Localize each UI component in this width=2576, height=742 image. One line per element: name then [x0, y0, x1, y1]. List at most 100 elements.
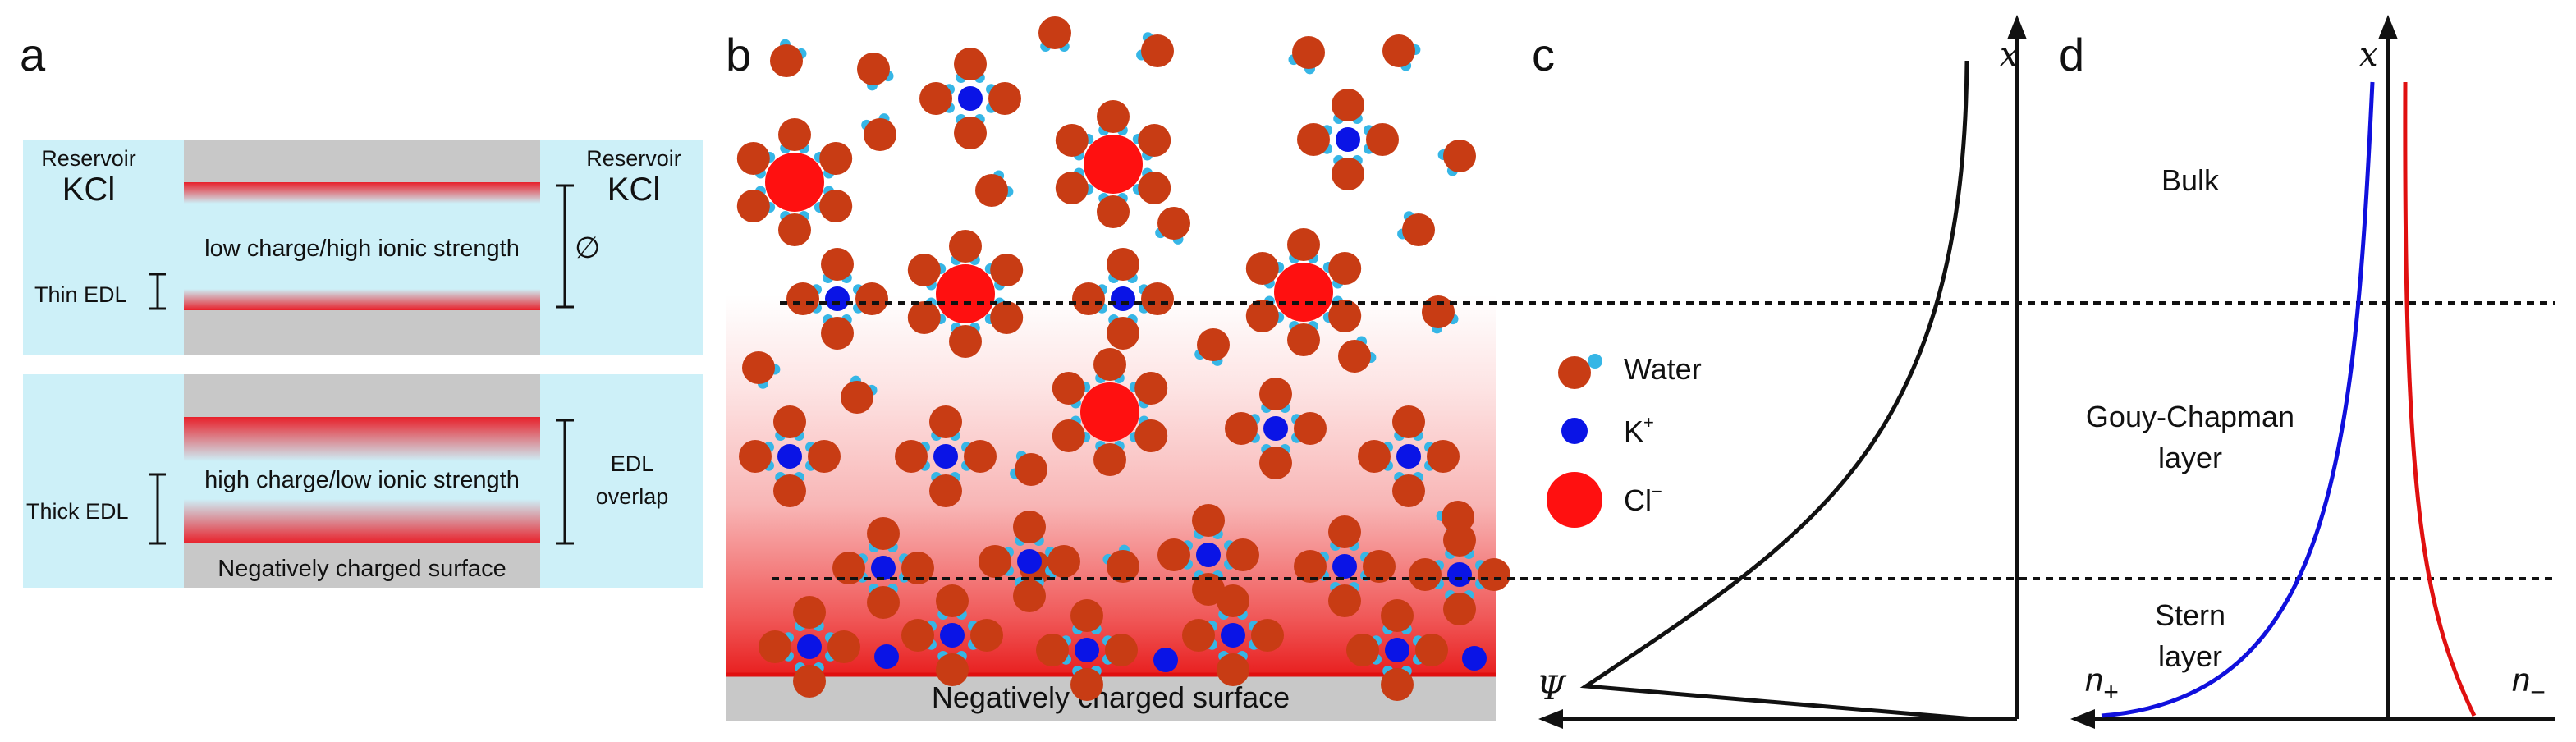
potassium-ion: [874, 644, 899, 669]
panel-c-x-axis-label: x: [2000, 36, 2019, 74]
legend-k-label: K+: [1624, 412, 1654, 448]
water-molecule: [1141, 34, 1174, 67]
legend: Water K+ Cl−: [1547, 352, 1702, 528]
panel-b-surface: [726, 675, 1496, 721]
n-minus-sub: −: [2530, 677, 2546, 707]
water-molecule: [821, 317, 854, 350]
water-molecule: [936, 584, 969, 617]
water-molecule: [1052, 372, 1085, 405]
water-molecule: [1141, 282, 1174, 315]
legend-water-label: Water: [1624, 352, 1702, 386]
n-minus-curve: [2403, 81, 2477, 717]
water-molecule: [1217, 653, 1249, 686]
potassium-ion: [1196, 543, 1221, 567]
water-molecule: [936, 653, 969, 686]
panel-c-psi-label: Ψ: [1537, 670, 1567, 708]
potassium-ion: [958, 86, 983, 111]
top-right-reservoir-label: Reservoir: [586, 146, 681, 171]
water-molecule: [907, 254, 941, 286]
water-molecule: [821, 248, 854, 281]
water-molecule: [1038, 16, 1071, 49]
diameter-symbol: ∅: [575, 231, 600, 264]
potassium-ion: [825, 286, 850, 311]
water-molecule: [742, 351, 775, 384]
chloride-ion: [1274, 263, 1333, 322]
water-molecule: [1259, 378, 1292, 410]
water-molecule: [1478, 558, 1510, 591]
panel-a: a Reservoir KCl Reservoir KCl low charge…: [20, 29, 703, 588]
chloride-ion: [765, 153, 824, 212]
potassium-ion: [940, 623, 965, 648]
water-molecule: [1292, 36, 1325, 69]
water-molecule: [1192, 504, 1225, 537]
potassium-ion: [933, 444, 958, 469]
edl-overlap-label-line1: EDL: [611, 451, 654, 476]
stern-label-line1: Stern: [2155, 598, 2225, 632]
water-molecule: [770, 44, 803, 77]
water-molecule: [857, 53, 890, 85]
water-molecule: [1226, 538, 1259, 571]
water-molecule: [954, 117, 987, 149]
legend-k-icon: [1561, 418, 1588, 444]
water-molecule: [808, 440, 841, 473]
water-molecule: [778, 118, 811, 151]
top-left-reservoir-label: Reservoir: [41, 146, 136, 171]
water-molecule: [1052, 419, 1085, 452]
potassium-ion: [871, 556, 896, 580]
panel-d-horizontal-arrowhead: [2070, 709, 2095, 729]
potassium-ion: [1263, 416, 1288, 441]
water-molecule: [919, 82, 952, 115]
water-molecule: [1182, 619, 1215, 652]
top-channel-lower-wall: [184, 310, 540, 355]
panel-c-vertical-arrowhead: [2007, 15, 2027, 39]
water-molecule: [819, 190, 853, 222]
water-molecule: [1055, 172, 1089, 204]
water-molecule: [1055, 124, 1089, 157]
potassium-ion: [797, 634, 822, 659]
water-molecule: [1036, 634, 1069, 666]
panel-b: b Negatively charged surface: [726, 16, 1510, 721]
water-molecule: [901, 619, 934, 652]
panel-d-vertical-arrowhead: [2378, 15, 2398, 39]
bottom-channel-lower-wall: [184, 543, 540, 588]
potassium-ion: [1336, 127, 1360, 152]
panel-d-x-axis-label: x: [2359, 36, 2378, 74]
bottom-channel-upper-edl: [184, 417, 540, 461]
top-channel-upper-edl: [184, 182, 540, 204]
potassium-ion: [1447, 562, 1472, 587]
n-plus-sub: +: [2103, 677, 2119, 707]
panel-d: d x n+ n− Bulk Gouy-Chapman layer Stern …: [2059, 15, 2555, 729]
water-molecule: [841, 381, 873, 414]
legend-cl-icon: [1547, 472, 1602, 528]
water-molecule: [1134, 372, 1168, 405]
n-plus-base: n: [2085, 662, 2103, 698]
potassium-ion: [1153, 648, 1178, 672]
legend-water-icon: [1558, 354, 1602, 389]
edl-overlap-label-line2: overlap: [596, 484, 669, 509]
water-molecule: [867, 517, 900, 550]
stern-label-line2: layer: [2158, 639, 2222, 673]
water-molecule: [1381, 668, 1414, 701]
panel-a-letter: a: [20, 29, 46, 80]
water-molecule: [1134, 419, 1168, 452]
legend-k-base: K: [1624, 415, 1643, 448]
thin-edl-label: Thin EDL: [34, 282, 127, 307]
water-molecule: [949, 325, 982, 358]
potassium-ion: [1385, 638, 1409, 662]
water-molecule: [1157, 207, 1190, 240]
water-molecule: [988, 82, 1021, 115]
thick-edl-bracket: [149, 473, 166, 545]
water-molecule: [1070, 599, 1103, 632]
panel-b-surface-label: Negatively charged surface: [932, 680, 1290, 714]
potassium-ion: [1017, 549, 1042, 574]
n-minus-label: n−: [2512, 662, 2546, 707]
water-molecule: [990, 254, 1024, 286]
water-molecule: [736, 190, 770, 222]
panel-c-letter: c: [1532, 29, 1555, 80]
bulk-label: Bulk: [2161, 163, 2220, 197]
water-molecule: [975, 174, 1008, 207]
water-molecule: [1443, 140, 1476, 172]
water-molecule: [1363, 550, 1396, 583]
water-molecule: [855, 282, 888, 315]
